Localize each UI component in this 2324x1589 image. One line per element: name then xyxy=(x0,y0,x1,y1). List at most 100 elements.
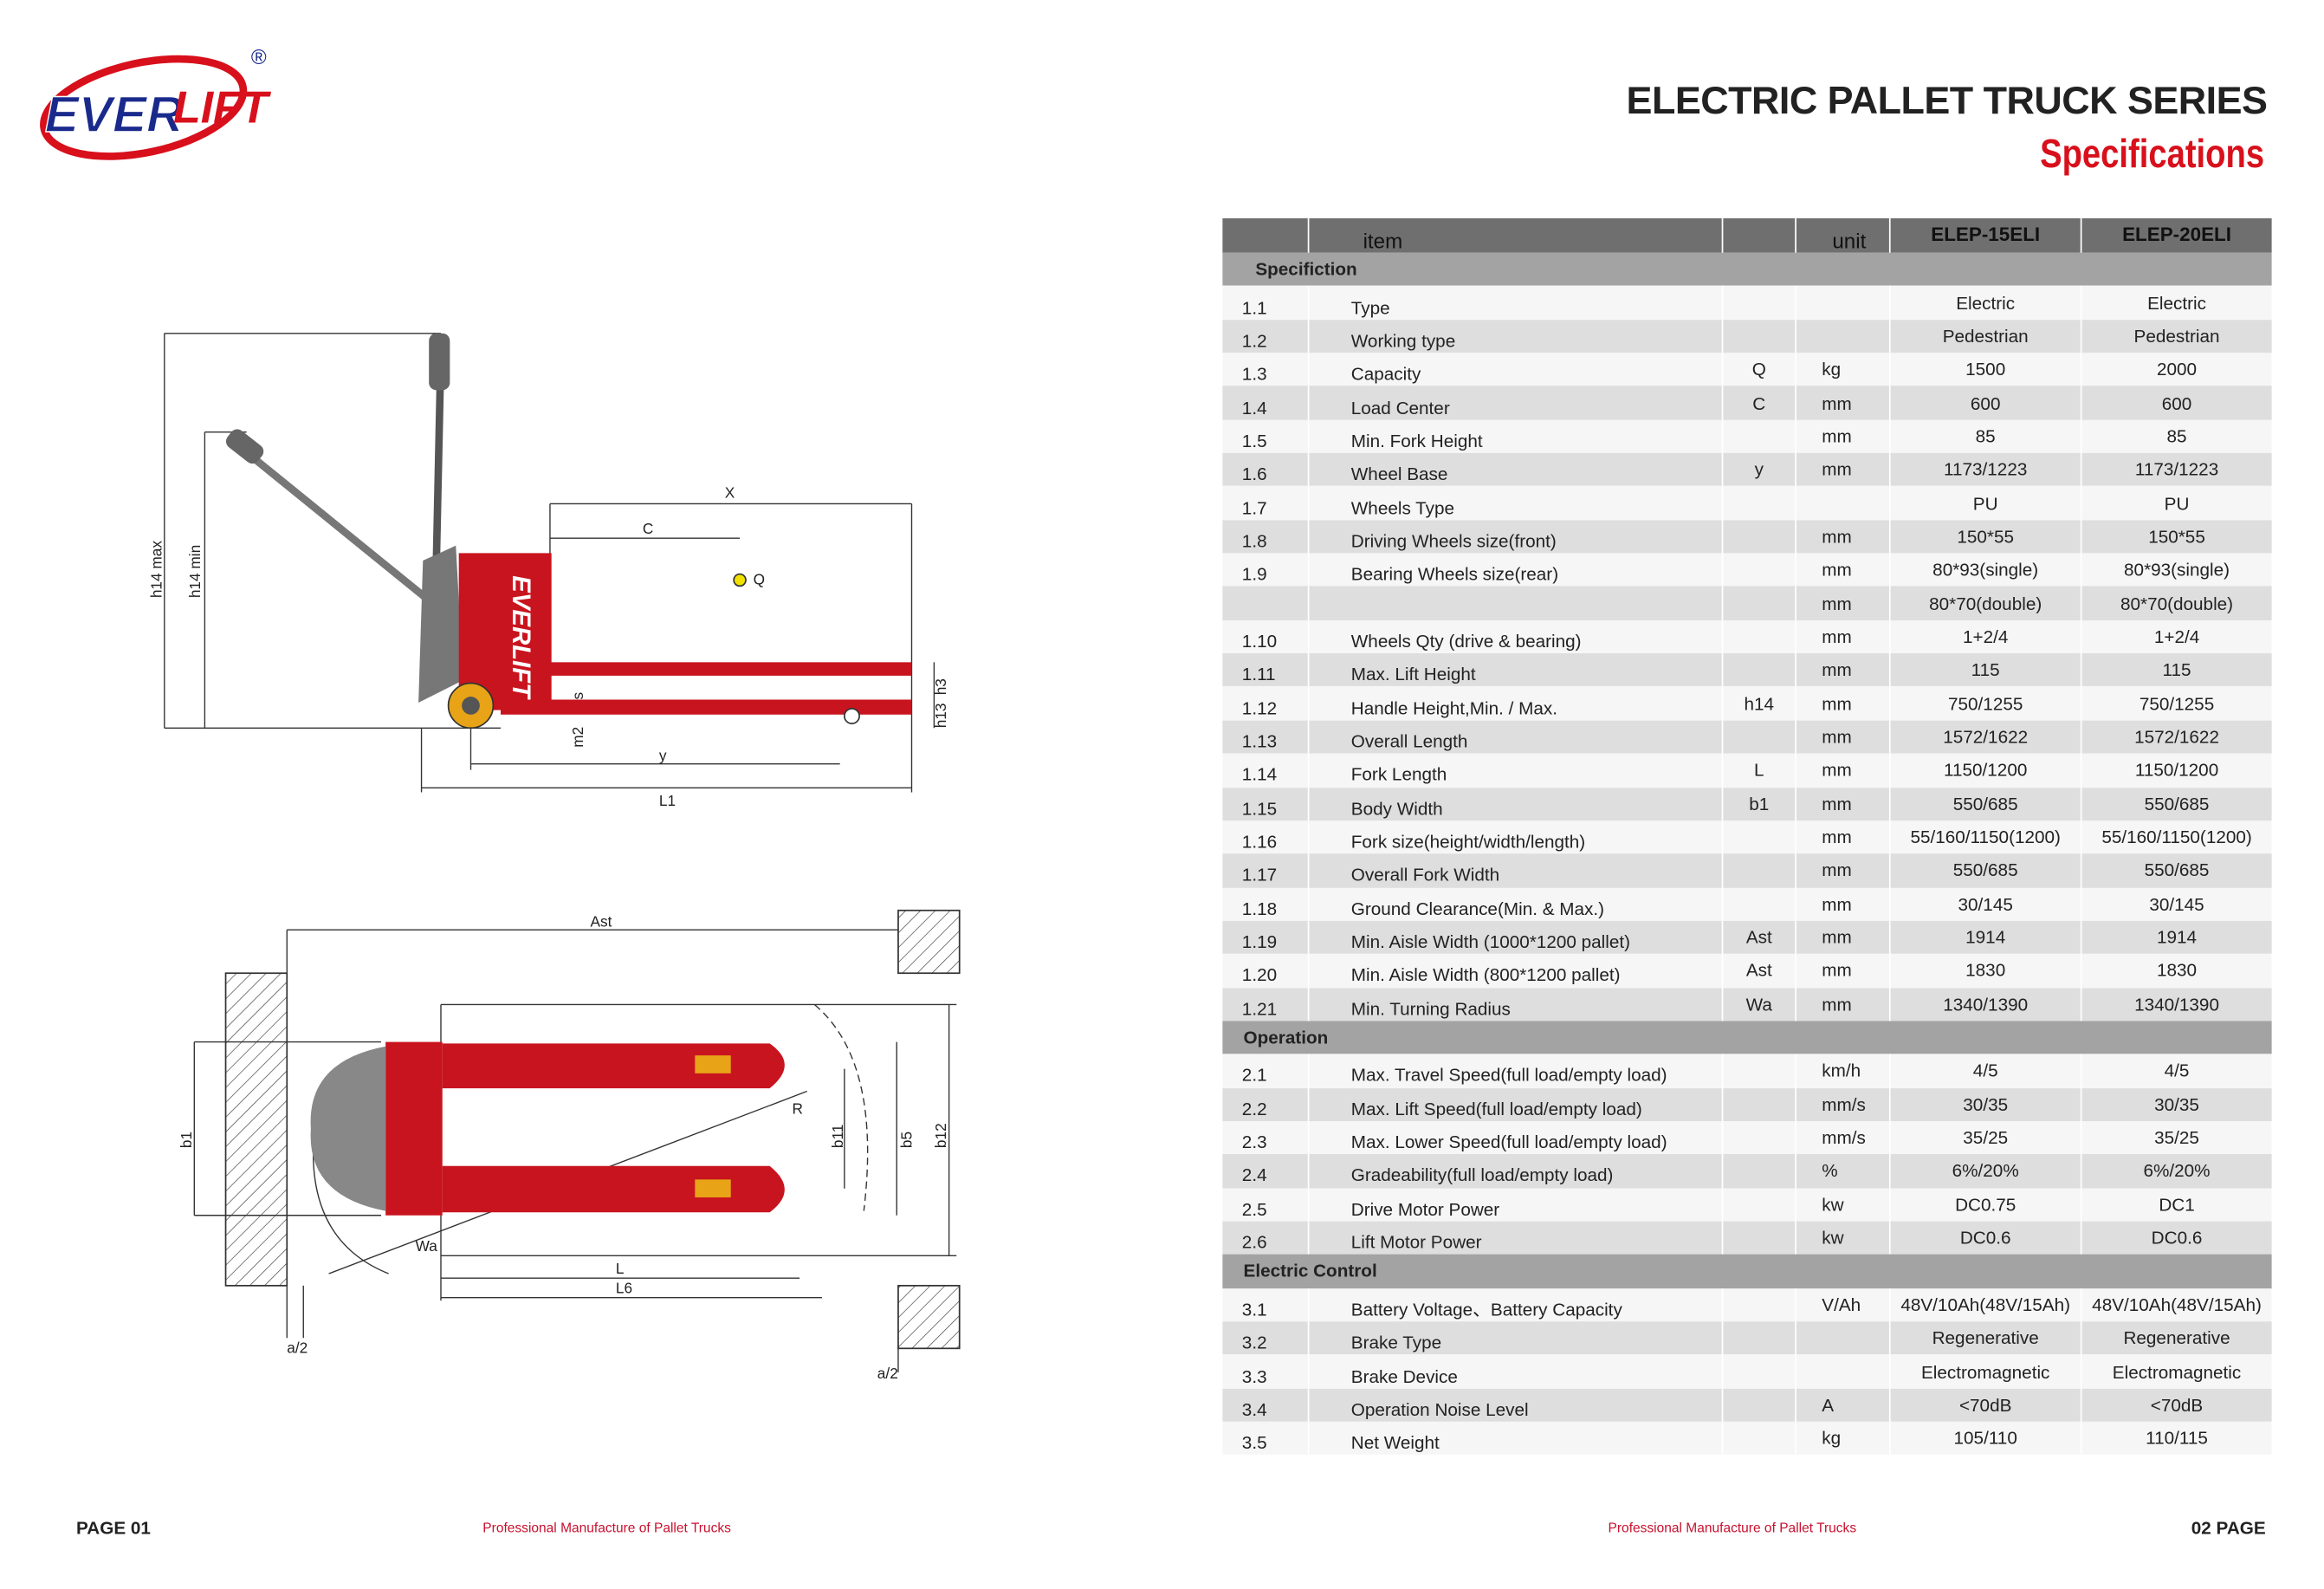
cell-unit: A xyxy=(1796,1388,1891,1422)
cell-symbol xyxy=(1723,1388,1796,1422)
cell-number: 1.18 xyxy=(1222,887,1310,921)
cell-unit xyxy=(1796,319,1891,353)
cell-symbol xyxy=(1723,486,1796,521)
cell-item: Brake Type xyxy=(1309,1321,1724,1355)
cell-number: 1.16 xyxy=(1222,820,1310,854)
cell-elep-20eli: Electric xyxy=(2147,292,2206,314)
cell-symbol xyxy=(1723,286,1796,320)
cell-item: Fork Length xyxy=(1309,753,1724,788)
cell-number: 1.20 xyxy=(1222,954,1310,988)
cell-number: 1.21 xyxy=(1222,987,1310,1022)
cell-unit: mm xyxy=(1796,920,1891,955)
header-item: item xyxy=(1309,217,1724,253)
cell-symbol xyxy=(1723,1221,1796,1255)
dim-l6-label: L6 xyxy=(616,1279,632,1296)
cell-number: 2.2 xyxy=(1222,1087,1310,1121)
cell-elep-15eli: 35/25 xyxy=(1891,1120,2082,1155)
cell-unit: mm xyxy=(1796,587,1891,620)
cell-number: 3.2 xyxy=(1222,1321,1310,1355)
dim-r-label: R xyxy=(792,1099,802,1117)
cell-unit: mm/s xyxy=(1796,1120,1891,1155)
cell-number: 2.5 xyxy=(1222,1188,1310,1222)
cell-elep-15eli: 4/5 xyxy=(1891,1054,2082,1088)
cell-elep-20eli: 600 xyxy=(2161,392,2192,414)
cell-unit: kw xyxy=(1796,1221,1891,1255)
dim-l-label: L xyxy=(616,1260,625,1277)
section-header-row: Operation xyxy=(1222,1021,2272,1054)
cell-item: Operation Noise Level xyxy=(1309,1388,1724,1422)
cell-unit xyxy=(1796,1321,1891,1355)
cell-elep-20eli: 1830 xyxy=(2156,960,2198,982)
dim-y-label: y xyxy=(659,747,667,764)
cell-elep-20eli: 1173/1223 xyxy=(2134,459,2219,481)
cell-symbol: Wa xyxy=(1723,987,1796,1022)
cell-elep-20eli: 80*70(double) xyxy=(2120,593,2234,614)
cell-item xyxy=(1309,587,1724,620)
cell-elep-20eli: 1914 xyxy=(2156,926,2198,948)
cell-elep-20eli: Pedestrian xyxy=(2133,325,2220,347)
cell-elep-15eli: 1500 xyxy=(1891,353,2082,386)
cell-symbol xyxy=(1723,587,1796,620)
header-unit: unit xyxy=(1796,217,1891,253)
dim-h14-max-label: h14 max xyxy=(147,541,165,599)
cell-elep-15eli: 80*93(single) xyxy=(1891,553,2082,587)
page-subtitle: Specifications xyxy=(2039,131,2264,177)
cell-number: 3.1 xyxy=(1222,1287,1310,1322)
cell-item: Min. Turning Radius xyxy=(1309,987,1724,1022)
cell-elep-15eli: 1+2/4 xyxy=(1891,619,2082,654)
cell-elep-15eli: 1173/1223 xyxy=(1891,452,2082,487)
cell-symbol xyxy=(1723,1321,1796,1355)
cell-unit xyxy=(1796,486,1891,521)
cell-elep-15eli: 600 xyxy=(1891,386,2082,420)
cell-number: 1.8 xyxy=(1222,520,1310,554)
cell-number: 1.5 xyxy=(1222,419,1310,453)
cell-elep-15eli: 1830 xyxy=(1891,954,2082,988)
cell-elep-20eli: 1+2/4 xyxy=(2153,626,2200,648)
cell-elep-20eli: 550/685 xyxy=(2144,793,2210,814)
cell-elep-15eli: 48V/10Ah(48V/15Ah) xyxy=(1891,1287,2082,1322)
cell-number: 1.7 xyxy=(1222,486,1310,521)
cell-number: 1.17 xyxy=(1222,853,1310,888)
cell-item: Gradeability(full load/empty load) xyxy=(1309,1154,1724,1189)
specifications-table: item unit ELEP-15ELI ELEP-20ELI Specific… xyxy=(1222,217,2272,1456)
cell-item: Working type xyxy=(1309,319,1724,353)
cell-elep-20eli: 80*93(single) xyxy=(2124,559,2230,580)
cell-elep-20eli: Electromagnetic xyxy=(2112,1361,2242,1383)
cell-unit: mm/s xyxy=(1796,1087,1891,1121)
cell-elep-15eli: DC0.75 xyxy=(1891,1188,2082,1222)
cell-elep-20eli: 1572/1622 xyxy=(2134,726,2219,748)
page-title: ELECTRIC PALLET TRUCK SERIES xyxy=(1626,77,2268,123)
cell-elep-20eli: 48V/10Ah(48V/15Ah) xyxy=(2092,1294,2262,1316)
cell-symbol: C xyxy=(1723,386,1796,420)
cell-symbol xyxy=(1723,319,1796,353)
cell-symbol xyxy=(1723,1087,1796,1121)
cell-item: Bearing Wheels size(rear) xyxy=(1309,553,1724,587)
cell-item: Type xyxy=(1309,286,1724,320)
cell-symbol: y xyxy=(1723,452,1796,487)
cell-item: Min. Fork Height xyxy=(1309,419,1724,453)
cell-number: 1.13 xyxy=(1222,720,1310,754)
truck-brand-text: EVERLIFT xyxy=(507,575,535,700)
cell-elep-15eli: 55/160/1150(1200) xyxy=(1891,820,2082,854)
cell-number xyxy=(1222,587,1310,620)
cell-elep-15eli: PU xyxy=(1891,486,2082,521)
cell-elep-20eli: 110/115 xyxy=(2146,1428,2208,1450)
cell-item: Body Width xyxy=(1309,787,1724,820)
cell-unit: mm xyxy=(1796,853,1891,888)
cell-unit xyxy=(1796,286,1891,320)
cell-symbol xyxy=(1723,619,1796,654)
dim-l1-label: L1 xyxy=(659,792,676,809)
cell-elep-15eli: 105/110 xyxy=(1891,1421,2082,1456)
